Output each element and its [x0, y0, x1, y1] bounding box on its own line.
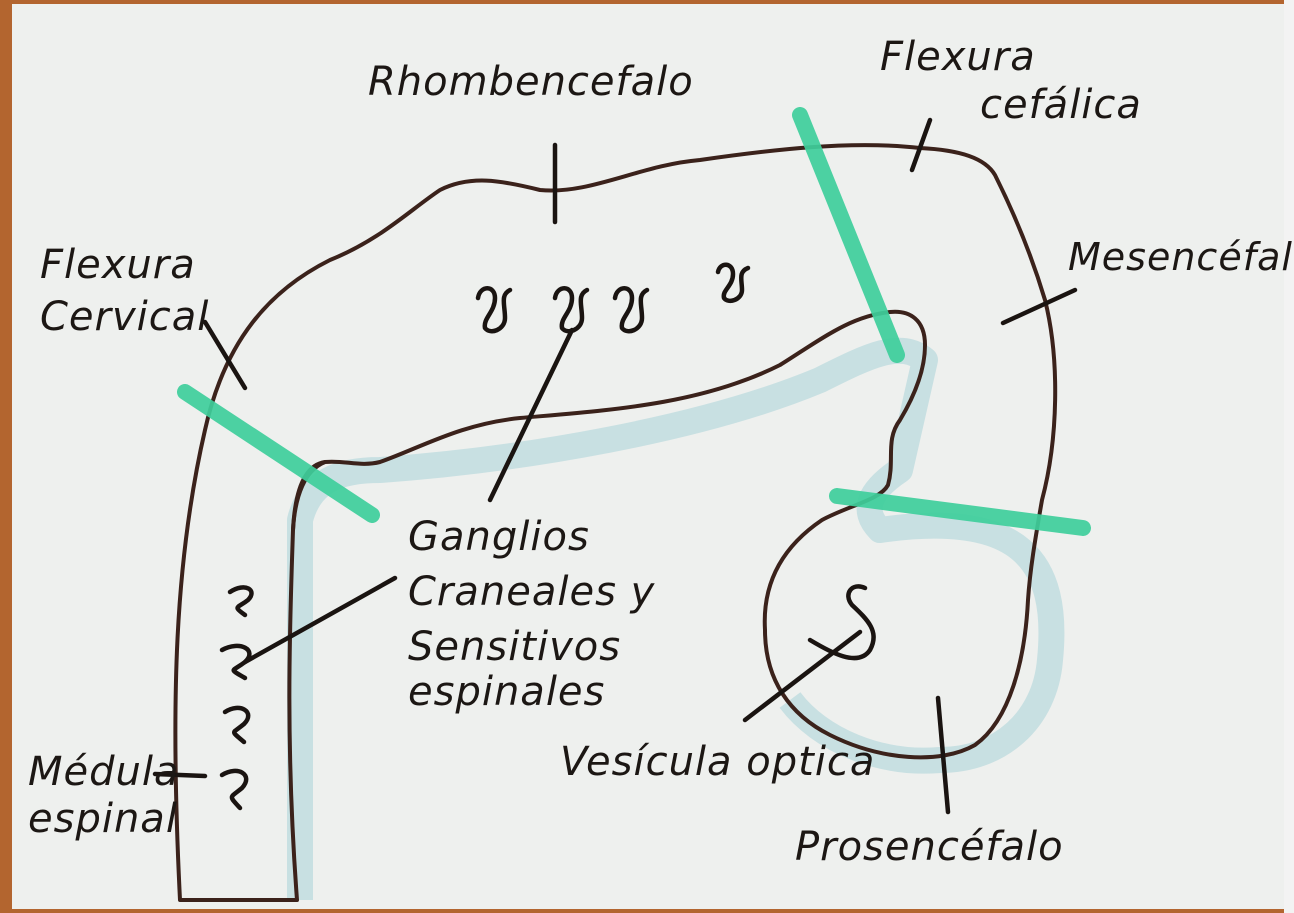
label-medula-2: espinal: [28, 796, 178, 842]
label-flexura-cervical-1: Flexura: [40, 242, 196, 288]
label-ganglios-4: espinales: [408, 669, 605, 715]
boundary-cervical: [185, 392, 372, 515]
boundary-rhombo-meso: [800, 115, 897, 355]
label-vesicula-optica: Vesícula optica: [560, 739, 875, 785]
label-mesencefalo: Mesencéfalo: [1068, 235, 1294, 279]
label-flexura-cefalica-2: cefálica: [980, 82, 1142, 128]
label-flexura-cefalica-1: Flexura: [880, 34, 1036, 80]
label-rombencefalo: Rhombencefalo: [368, 59, 694, 105]
ganglion-squiggle-icon: [478, 265, 748, 331]
label-ganglios-3: Sensitivos: [408, 624, 621, 670]
label-ganglios-2: Craneales y: [408, 569, 656, 615]
spinal-ganglion-squiggle-icon: [222, 587, 252, 808]
label-flexura-cervical-2: Cervical: [40, 294, 209, 340]
label-medula-1: Médula: [28, 749, 180, 795]
label-ganglios-1: Ganglios: [408, 514, 590, 560]
label-prosencefalo: Prosencéfalo: [795, 824, 1064, 870]
